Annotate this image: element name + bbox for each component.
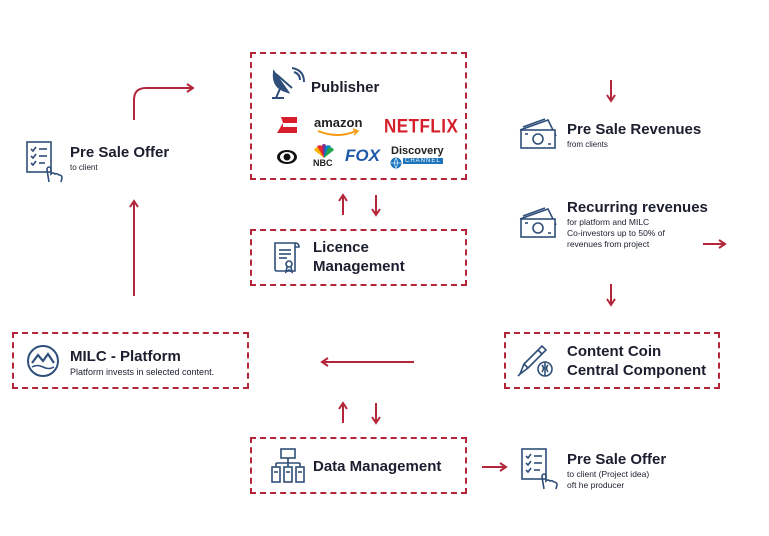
data-management-title: Data Management bbox=[313, 458, 442, 475]
recurring-subtitle-line1: for platform and MILC bbox=[567, 217, 650, 227]
globe-icon bbox=[390, 157, 402, 169]
netflix-logo: NETFLIX bbox=[384, 115, 459, 137]
discovery-logo: Discovery bbox=[391, 145, 444, 157]
pre-sale-offer-bottom-subtitle-line1: to client (Project idea) bbox=[567, 469, 650, 479]
pre-sale-offer-top-subtitle: to client bbox=[70, 163, 98, 172]
publisher-title: Publisher bbox=[311, 79, 380, 96]
content-coin-box bbox=[504, 332, 720, 389]
pre-sale-offer-bottom-subtitle-line2: oft he producer bbox=[567, 480, 625, 490]
milc-title: MILC - Platform bbox=[70, 348, 181, 365]
prosieben-logo-icon bbox=[277, 117, 297, 133]
satellite-dish-icon bbox=[272, 67, 305, 99]
licence-title-line2: Management bbox=[313, 258, 405, 275]
pre-sale-revenues-title: Pre Sale Revenues bbox=[567, 121, 702, 138]
pre-sale-offer-bottom-title: Pre Sale Offer bbox=[567, 451, 667, 468]
recurring-title: Recurring revenues bbox=[567, 199, 708, 216]
licence-title-line1: Licence bbox=[313, 239, 369, 256]
publisher-box bbox=[250, 52, 467, 180]
nbc-peacock-logo-icon bbox=[314, 144, 334, 158]
recurring-subtitle-line2: Co-investors up to 50% of bbox=[567, 228, 665, 238]
money-stack-icon-2 bbox=[519, 207, 557, 238]
amazon-smile-icon bbox=[317, 128, 360, 136]
pre-sale-revenues-subtitle: from clients bbox=[567, 140, 608, 149]
server-network-icon bbox=[271, 448, 305, 483]
milc-subtitle: Platform invests in selected content. bbox=[70, 367, 215, 377]
nbc-logo: NBC bbox=[313, 158, 333, 168]
licence-certificate-icon bbox=[274, 242, 300, 274]
licence-management-box bbox=[250, 229, 467, 286]
cbs-eye-logo-icon bbox=[277, 150, 297, 164]
milc-platform-box bbox=[12, 332, 249, 389]
fox-logo: FOX bbox=[345, 146, 380, 165]
content-coin-title-line2: Central Component bbox=[567, 362, 707, 379]
discovery-channel-logo: CHANNEL bbox=[403, 158, 443, 164]
arrow-offer-to-publisher bbox=[133, 83, 195, 120]
data-management-box bbox=[250, 437, 467, 494]
milc-logo-icon bbox=[27, 345, 59, 377]
content-coin-title-line1: Content Coin bbox=[567, 343, 662, 360]
recurring-subtitle-line3: revenues from project bbox=[567, 239, 650, 249]
money-stack-icon-1 bbox=[519, 118, 557, 149]
pen-brain-icon bbox=[517, 344, 553, 377]
checklist-hand-icon-top bbox=[26, 141, 63, 183]
checklist-hand-icon-bottom bbox=[521, 448, 558, 490]
pre-sale-offer-top-title: Pre Sale Offer bbox=[70, 144, 170, 161]
amazon-logo: amazon bbox=[314, 115, 363, 130]
